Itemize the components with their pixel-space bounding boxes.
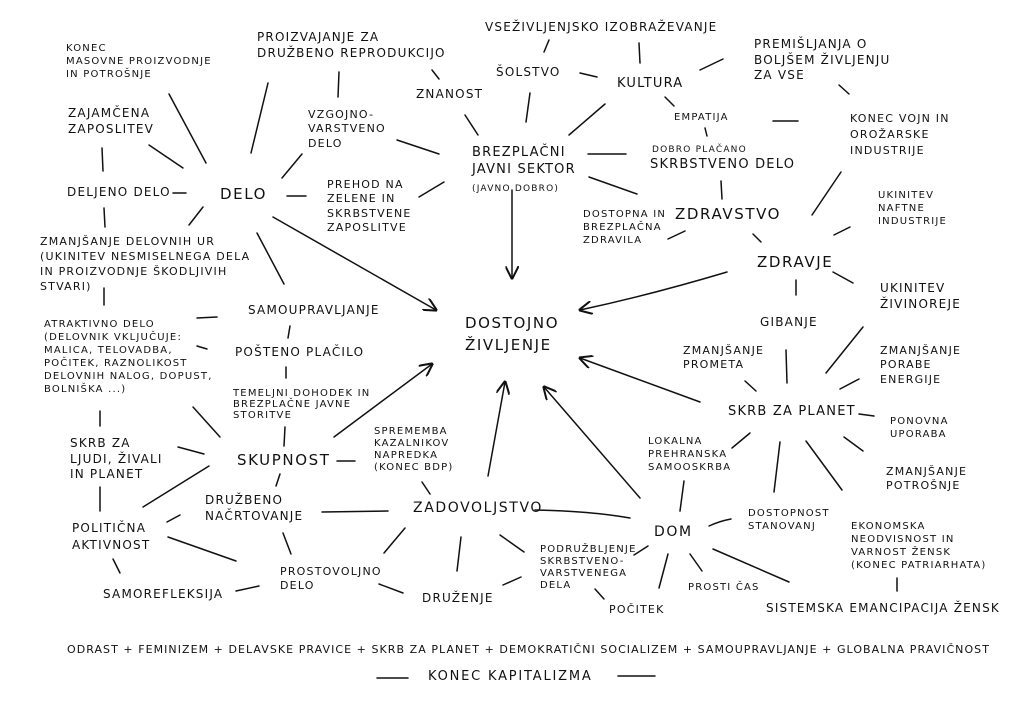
node-znanost: ZNANOST [416,87,484,101]
node-sprememba-kazalnikov: SPREMEMBA KAZALNIKOV NAPREDKA (KONEC BDP… [374,426,454,473]
node-ukinitev-naftne: UKINITEV NAFTNE INDUSTRIJE [878,190,948,227]
node-samorefleksija: SAMOREFLEKSIJA [103,587,224,601]
node-dobro-placano: DOBRO PLAČANO [652,145,747,155]
node-temeljni-dohodek: TEMELJNI DOHODEK IN BREZPLAČNE JAVNE STO… [233,388,371,421]
arrows [272,189,728,499]
node-druzenje: DRUŽENJE [422,591,494,605]
node-zajamcena-zaposlitev: ZAJAMČENA ZAPOSLITEV [68,106,155,136]
node-zadovoljstvo: ZADOVOLJSTVO [413,500,543,516]
node-skrbstveno-delo: SKRBSTVENO DELO [650,157,796,172]
node-deljeno-delo: DELJENO DELO [67,185,171,199]
node-ekonomska-neodvisnost: EKONOMSKA NEODVISNOST IN VARNOST ŽENSK (… [851,521,987,571]
node-prosti-cas: PROSTI ČAS [688,582,760,593]
node-zdravstvo: ZDRAVSTVO [675,205,782,223]
node-premisljanja: PREMIŠLJANJA O BOLJŠEM ŽIVLJENJU ZA VSE [754,37,891,83]
node-lokalna-samooskrba: LOKALNA PREHRANSKA SAMOOSKRBA [648,436,732,473]
node-podruzbljenje: PODRUŽBLJENJE SKRBSTVENO- VARSTVENEGA DE… [540,544,637,591]
node-ponovna-uporaba: PONOVNA UPORABA [890,416,949,440]
node-dostojno-zivljenje: DOSTOJNO ŽIVLJENJE [465,314,560,354]
node-dostopna-zdravila: DOSTOPNA IN BREZPLAČNA ZDRAVILA [583,209,667,246]
node-prostovoljno-delo: PROSTOVOLJNO DELO [280,565,382,593]
node-proizvajanje: PROIZVAJANJE ZA DRUŽBENO REPRODUKCIJO [257,30,446,60]
node-empatija: EMPATIJA [674,112,729,123]
node-zmanjsanje-prometa: ZMANJŠANJE PROMETA [683,344,765,372]
node-prehod: PREHOD NA ZELENE IN SKRBSTVENE ZAPOSLITV… [327,178,412,234]
node-skupnost: SKUPNOST [237,451,331,469]
node-zmanjsanje-ur: ZMANJŠANJE DELOVNIH UR (UKINITEV NESMISE… [40,235,251,293]
node-dostopnost-stanovanj: DOSTOPNOST STANOVANJ [748,508,830,532]
node-dom: DOM [654,524,693,540]
node-gibanje: GIBANJE [760,315,818,329]
node-konec-masovne: KONEC MASOVNE PROIZVODNJE IN POTROŠNJE [66,43,212,80]
node-brezplacni: BREZPLAČNI JAVNI SEKTOR [472,145,576,177]
node-skrb-za-planet: SKRB ZA PLANET [728,404,856,419]
node-kultura: KULTURA [617,76,684,91]
node-atraktivno-delo: ATRAKTIVNO DELO (DELOVNIK VKLJUČUJE: MAL… [44,319,213,395]
node-delo: DELO [220,185,268,203]
node-zmanjsanje-porabe: ZMANJŠANJE PORABE ENERGIJE [880,344,962,386]
node-skrb-za-ljudi: SKRB ZA LJUDI, ŽIVALI IN PLANET [70,436,163,482]
node-posteno-placilo: POŠTENO PLAČILO [235,345,365,359]
node-politicna-aktivnost: POLITIČNA AKTIVNOST [72,521,151,552]
node-samoupravljanje: SAMOUPRAVLJANJE [248,303,380,317]
footer-dashes [376,675,656,679]
node-sistemska-emancipacija: SISTEMSKA EMANCIPACIJA ŽENSK [766,601,1000,615]
node-konec-vojn: KONEC VOJN IN OROŽARSKE INDUSTRIJE [850,112,950,157]
node-pocitek: POČITEK [609,603,665,616]
node-zdravje: ZDRAVJE [757,253,834,271]
footer-konec-kapitalizma: KONEC KAPITALIZMA [428,669,593,684]
node-solstvo: ŠOLSTVO [496,65,561,79]
lines [99,39,898,600]
node-ukinitev-zivinoreje: UKINITEV ŽIVINOREJE [880,281,961,311]
node-vzgojno-varstveno: VZGOJNO- VARSTVENO DELO [308,108,386,150]
node-vsezivljenjsko: VSEŽIVLJENJSKO IZOBRAŽEVANJE [485,20,718,34]
node-druzbeno-nacrtovanje: DRUŽBENO NAČRTOVANJE [205,493,304,523]
node-javno-dobro: (JAVNO DOBRO) [472,184,560,194]
node-zmanjsanje-potrosnje: ZMANJŠANJE POTROŠNJE [886,465,968,493]
footer-formula: ODRAST + FEMINIZEM + DELAVSKE PRAVICE + … [67,643,990,656]
